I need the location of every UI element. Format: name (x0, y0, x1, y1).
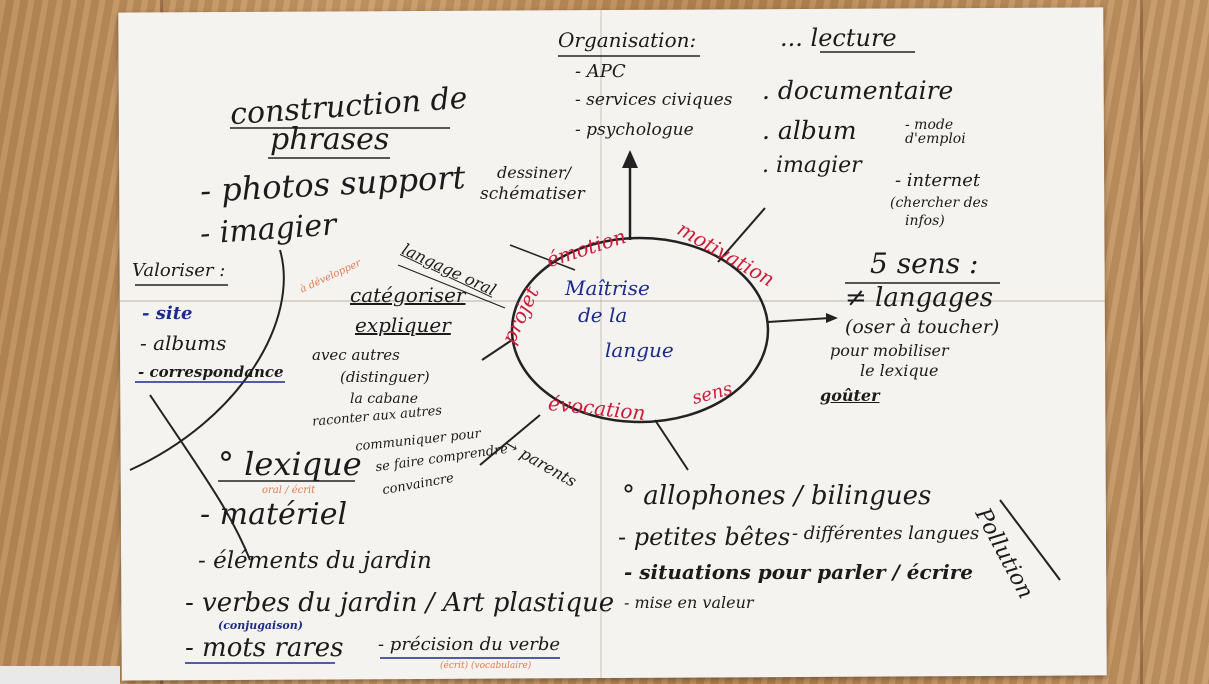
lexique-note: oral / écrit (262, 485, 316, 496)
dessiner-label: dessiner/ (497, 163, 572, 182)
list-item: - situations pour parler / écrire (624, 560, 974, 584)
list-item: - mode d'emploi (905, 117, 966, 147)
list-item: catégoriser (350, 283, 466, 307)
list-item: - albums (140, 331, 227, 355)
arrow-langage (481, 339, 513, 361)
lecture-title: ... lecture (780, 24, 897, 52)
allophones-title: ° allophones / bilingues (622, 481, 932, 511)
list-item: (conjugaison) (218, 619, 303, 632)
list-item: (distinguer) (340, 368, 430, 386)
center-label: de la (578, 303, 628, 327)
list-item: - petites bêtes (618, 523, 791, 551)
list-item: - internet (895, 170, 981, 191)
paper-fold (120, 300, 1105, 302)
list-item: - APC (575, 61, 626, 82)
paper-fold (600, 10, 602, 678)
list-item: la cabane (350, 391, 419, 407)
arrow-5sens (767, 317, 831, 323)
lexique-title: ° lexique (218, 445, 362, 483)
dessiner-label: schématiser (480, 184, 585, 204)
list-item: . album (762, 116, 857, 145)
valoriser-curve (129, 249, 285, 471)
list-item: infos) (905, 213, 945, 229)
list-item: - mots rares (185, 633, 344, 663)
paper-scrap (0, 666, 120, 684)
list-item: - verbes du jardin / Art plastique (185, 588, 615, 618)
arrow-lexique (479, 414, 541, 466)
center-label: langue (605, 338, 674, 362)
list-item: pour mobiliser (830, 341, 949, 360)
5sens-title: 5 sens : (870, 247, 979, 280)
arrow-dessiner (509, 244, 576, 271)
list-item: goûter (820, 386, 880, 405)
wood-seam (1140, 0, 1143, 684)
list-item: - éléments du jardin (198, 548, 432, 574)
list-item: . documentaire (762, 76, 954, 105)
list-item: le lexique (860, 361, 939, 380)
construction-title: phrases (270, 122, 390, 157)
list-item: - services civiques (575, 90, 733, 110)
arrow-lecture (717, 207, 766, 263)
center-label: Maîtrise (565, 276, 650, 300)
list-item: . imagier (762, 153, 862, 178)
organisation-title: Organisation: (558, 28, 697, 52)
pollution-line (999, 499, 1061, 581)
list-item: - mise en valeur (624, 593, 754, 612)
arrow-allophones (654, 419, 689, 471)
list-item: ≠ langages (845, 283, 994, 313)
valoriser-curve-2 (149, 394, 251, 561)
list-item: (oser à toucher) (845, 316, 1000, 338)
list-item: avec autres (312, 346, 400, 364)
valoriser-title: Valoriser : (132, 260, 226, 281)
list-item: - matériel (200, 497, 348, 532)
center-ellipse (510, 236, 770, 424)
list-item: - correspondance (138, 363, 284, 381)
list-item: - différentes langues (792, 523, 980, 544)
list-item: (chercher des (890, 195, 989, 211)
list-item: - site (142, 303, 193, 324)
lexique-note: (écrit) (vocabulaire) (440, 661, 532, 671)
list-item: - précision du verbe (378, 634, 561, 655)
list-item: - psychologue (575, 120, 694, 140)
list-item: expliquer (355, 313, 451, 337)
